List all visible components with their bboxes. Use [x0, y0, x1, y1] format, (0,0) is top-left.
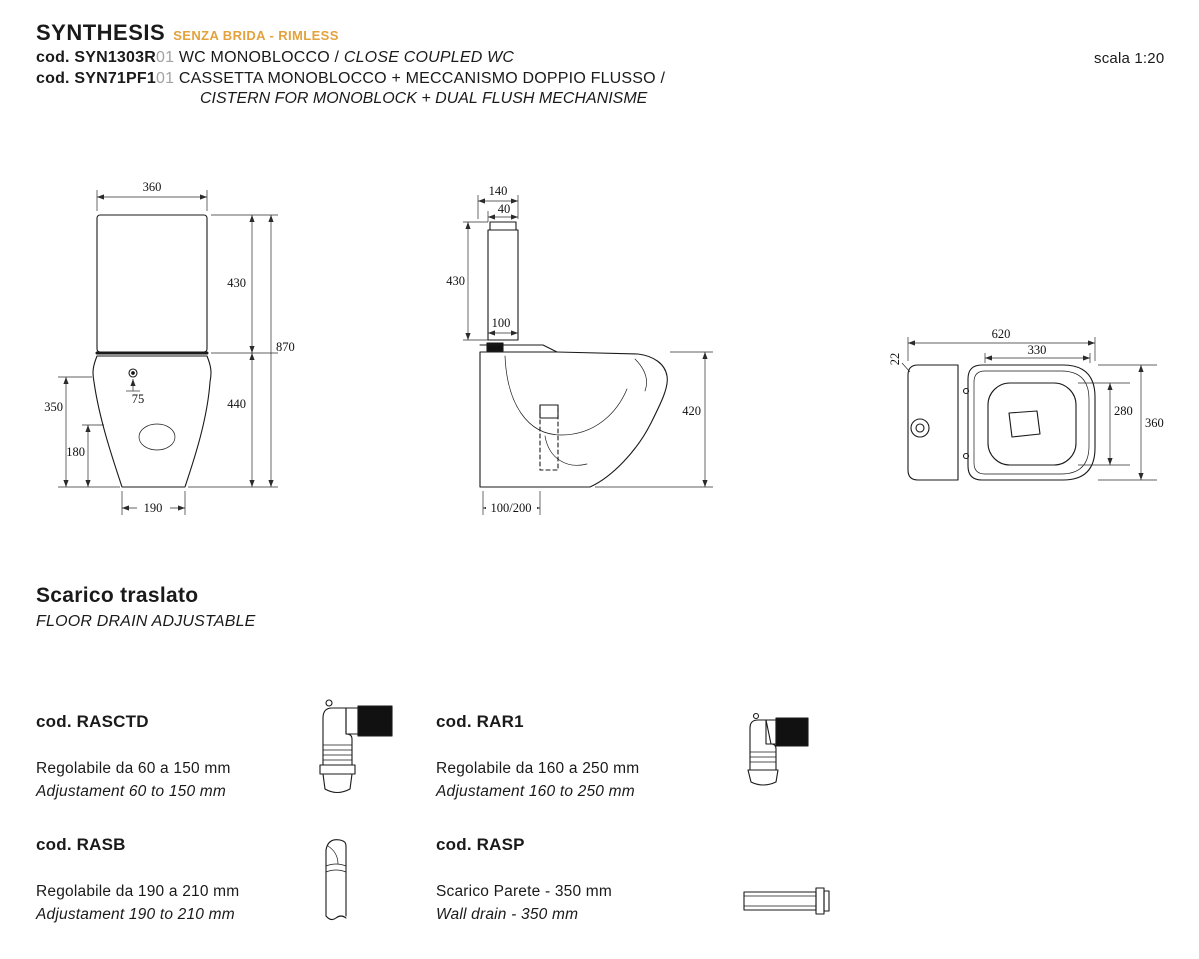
product-rasp-desc-en: Wall drain - 350 mm: [436, 906, 579, 923]
wc-top-outline: [907, 364, 1096, 481]
front-view-drawing: 360 430 440 870 350 180 75 190: [44, 180, 295, 515]
dim-front-side-height: 350: [44, 400, 63, 414]
gasket-black: [357, 705, 393, 737]
product-rasb-desc-it: Regolabile da 190 a 210 mm: [36, 883, 240, 900]
dim-front-cistern-height: 430: [227, 276, 246, 290]
product-rasctd-code: cod. RASCTD: [36, 712, 149, 731]
code-2-desc-en: CISTERN FOR MONOBLOCK + DUAL FLUSH MECHA…: [200, 90, 648, 107]
seat-inner-plan: [973, 370, 1090, 475]
code-1-desc-en: CLOSE COUPLED WC: [343, 49, 515, 66]
drain-plan: [1008, 410, 1041, 438]
product-rar1-code: cod. RAR1: [436, 712, 524, 731]
product-rasctd-desc-en: Adjustament 60 to 150 mm: [36, 783, 227, 800]
seat-profile: [479, 344, 558, 353]
dim-front-total-height: 870: [276, 340, 295, 354]
product-rar1-desc-en: Adjustament 160 to 250 mm: [436, 783, 635, 800]
bowl-front: [92, 355, 212, 488]
seat-hinge: [486, 342, 504, 352]
side-view-drawing: 140 40 430 100 420 100/200: [446, 184, 713, 515]
code-2: cod. SYN71PF1: [36, 70, 156, 87]
vertical-drain-icon: [325, 839, 347, 921]
product-rar1-desc-it: Regolabile da 160 a 250 mm: [436, 760, 640, 777]
elbow-drain-tall-icon: [747, 712, 809, 786]
front-view-dimensions: 360 430 440 870 350 180 75 190: [44, 180, 295, 515]
dim-front-bowl-height: 440: [227, 397, 246, 411]
dim-side-bowl-height: 420: [682, 404, 701, 418]
product-rar1: cod. RAR1 Regolabile da 160 a 250 mm Adj…: [436, 712, 639, 801]
dim-side-drain-range: 100/200: [491, 501, 532, 515]
drain-collar: [539, 404, 559, 419]
dim-top-seat-inner-depth: 280: [1114, 404, 1133, 418]
code-line-1: cod. SYN1303R01 WC MONOBLOCCO / CLOSE CO…: [36, 49, 665, 67]
product-rasctd: cod. RASCTD Regolabile da 60 a 150 mm Ad…: [36, 712, 231, 801]
code-1: cod. SYN1303R: [36, 49, 156, 66]
product-rasp-code: cod. RASP: [436, 835, 525, 854]
bowl-opening-plan: [987, 382, 1077, 466]
header: SYNTHESIS SENZA BRIDA - RIMLESS cod. SYN…: [36, 20, 665, 108]
drain-section-subtitle: FLOOR DRAIN ADJUSTABLE: [36, 613, 256, 630]
drain-section-head: Scarico traslato FLOOR DRAIN ADJUSTABLE: [36, 584, 256, 631]
flush-button-icon: [128, 368, 138, 378]
scale-label: scala 1:20: [1094, 50, 1165, 67]
wc-front-outline: [92, 214, 212, 488]
cistern-front: [96, 214, 208, 353]
code-line-2: cod. SYN71PF101 CASSETTA MONOBLOCCO + ME…: [36, 70, 665, 88]
dim-front-base-width: 190: [144, 501, 163, 515]
inlet-circle: [910, 418, 930, 438]
trap-curve: [504, 355, 628, 436]
gasket-black: [775, 717, 809, 747]
cistern-plan: [907, 364, 959, 481]
dim-front-base-height: 180: [66, 445, 85, 459]
dim-side-top-depth: 140: [489, 184, 508, 198]
bowl-side: [479, 351, 668, 488]
dim-top-total-depth: 620: [992, 327, 1011, 341]
product-title-line: SYNTHESIS SENZA BRIDA - RIMLESS: [36, 20, 665, 46]
drain-zone-dashed: [539, 404, 559, 471]
product-title: SYNTHESIS: [36, 20, 166, 45]
dim-front-button-offset: 75: [132, 392, 145, 406]
cistern-lid-side: [489, 221, 517, 231]
dim-front-top-width: 360: [143, 180, 162, 194]
elbow-drain-icon: [319, 699, 393, 794]
seat-outer-plan: [967, 364, 1096, 481]
horizontal-pipe-icon: [743, 887, 830, 915]
code-2-desc: CASSETTA MONOBLOCCO + MECCANISMO DOPPIO …: [178, 70, 666, 87]
product-rasb: cod. RASB Regolabile da 190 a 210 mm Adj…: [36, 835, 239, 924]
top-view-drawing: 620 330 22 280 360: [888, 327, 1164, 481]
drain-ellipse: [138, 423, 176, 451]
side-view-dimensions: 140 40 430 100 420 100/200: [446, 184, 713, 515]
product-rasp-desc-it: Scarico Parete - 350 mm: [436, 883, 613, 900]
dim-top-total-width: 360: [1145, 416, 1164, 430]
code-1-suffix: 01: [155, 49, 175, 66]
dim-side-bottom-depth: 100: [492, 316, 511, 330]
product-rasctd-desc-it: Regolabile da 60 a 150 mm: [36, 760, 231, 777]
dim-side-cistern-height: 430: [446, 274, 465, 288]
cistern-side: [487, 229, 519, 341]
code-1-desc: WC MONOBLOCCO /: [178, 49, 344, 66]
product-rasp: cod. RASP Scarico Parete - 350 mm Wall d…: [436, 835, 612, 924]
product-rasb-desc-en: Adjustament 190 to 210 mm: [36, 906, 235, 923]
product-rasb-code: cod. RASB: [36, 835, 126, 854]
top-view-dimensions: 620 330 22 280 360: [888, 327, 1164, 481]
dim-side-lid-depth: 40: [498, 202, 511, 216]
dim-top-wall-gap: 22: [888, 353, 902, 366]
wc-side-outline: [479, 221, 668, 488]
product-subtitle: SENZA BRIDA - RIMLESS: [173, 28, 339, 43]
dim-top-seat-inner-width: 330: [1028, 343, 1047, 357]
drain-section-title: Scarico traslato: [36, 584, 199, 607]
code-2-suffix: 01: [155, 70, 175, 87]
